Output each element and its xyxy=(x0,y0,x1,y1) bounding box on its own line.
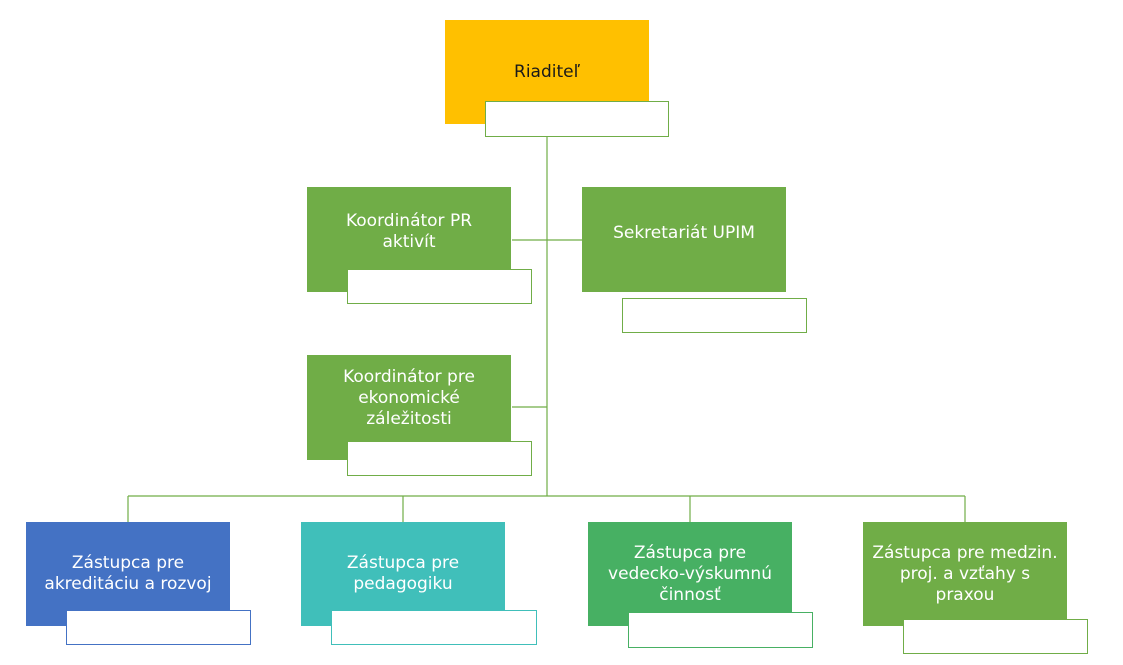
secretariat-label: Sekretariát UPIM xyxy=(613,223,755,243)
secretariat-box: Sekretariát UPIM xyxy=(582,187,786,292)
deputy-research-name-box xyxy=(628,612,813,648)
pr-coordinator-label: Koordinátor PR aktivít xyxy=(345,211,473,252)
deputy-pedagogy-box: Zástupca pre pedagogiku xyxy=(301,522,505,626)
secretariat-name-box xyxy=(622,298,807,333)
economic-coordinator-name-box xyxy=(347,441,532,476)
deputy-accreditation-box: Zástupca pre akreditáciu a rozvoj xyxy=(26,522,230,626)
deputy-international-name-box xyxy=(903,619,1088,654)
deputy-accreditation-label: Zástupca pre akreditáciu a rozvoj xyxy=(44,553,212,594)
deputy-accreditation-name-box xyxy=(66,610,251,645)
deputy-pedagogy-name-box xyxy=(331,610,537,645)
deputy-research-label: Zástupca pre vedecko-výskumnú činnosť xyxy=(608,542,772,605)
deputy-international-box: Zástupca pre medzin. proj. a vzťahy s pr… xyxy=(863,522,1067,626)
director-label: Riaditeľ xyxy=(514,61,580,82)
director-name-box xyxy=(485,101,669,137)
economic-coordinator-label: Koordinátor pre ekonomické záležitosti xyxy=(343,367,475,429)
deputy-research-box: Zástupca pre vedecko-výskumnú činnosť xyxy=(588,522,792,626)
pr-coordinator-name-box xyxy=(347,269,532,304)
deputy-pedagogy-label: Zástupca pre pedagogiku xyxy=(346,553,460,594)
deputy-international-label: Zástupca pre medzin. proj. a vzťahy s pr… xyxy=(872,542,1058,605)
